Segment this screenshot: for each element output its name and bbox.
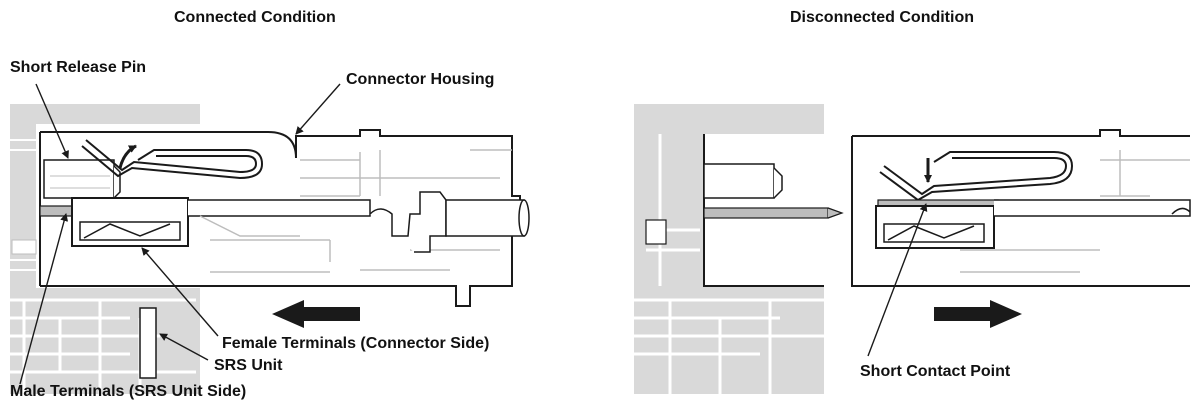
label-female-terminals: Female Terminals (Connector Side) [222,335,490,352]
right-arrow [934,300,1022,328]
disconnected-illustration [634,104,1191,394]
leader-male-terminals [19,213,69,385]
label-short-release-pin: Short Release Pin [10,59,147,76]
left-arrow [272,300,360,328]
short-release-pin-shape [43,159,121,199]
srs-unit-body-right [634,104,844,394]
female-terminal-shape [71,191,530,253]
connector-housing-right [851,129,1191,287]
label-male-terminals: Male Terminals (SRS Unit Side) [10,383,247,400]
disconnected-title: Disconnected Condition [790,9,974,26]
leader-short-release-pin [35,83,69,159]
leader-srs-unit [159,333,209,361]
shorting-spring-shape [81,139,264,180]
connected-illustration [10,83,530,394]
lift-arrow [118,144,137,169]
leader-connector-housing [295,83,341,135]
label-short-contact-point: Short Contact Point [860,363,1011,380]
label-srs-unit: SRS Unit [214,357,283,374]
connected-title: Connected Condition [174,9,336,26]
connector-housing-shape [39,129,521,307]
leader-short-contact-point [867,203,928,357]
leader-female-terminals [141,247,219,337]
srs-unit-body [10,104,200,394]
label-connector-housing: Connector Housing [346,71,495,88]
